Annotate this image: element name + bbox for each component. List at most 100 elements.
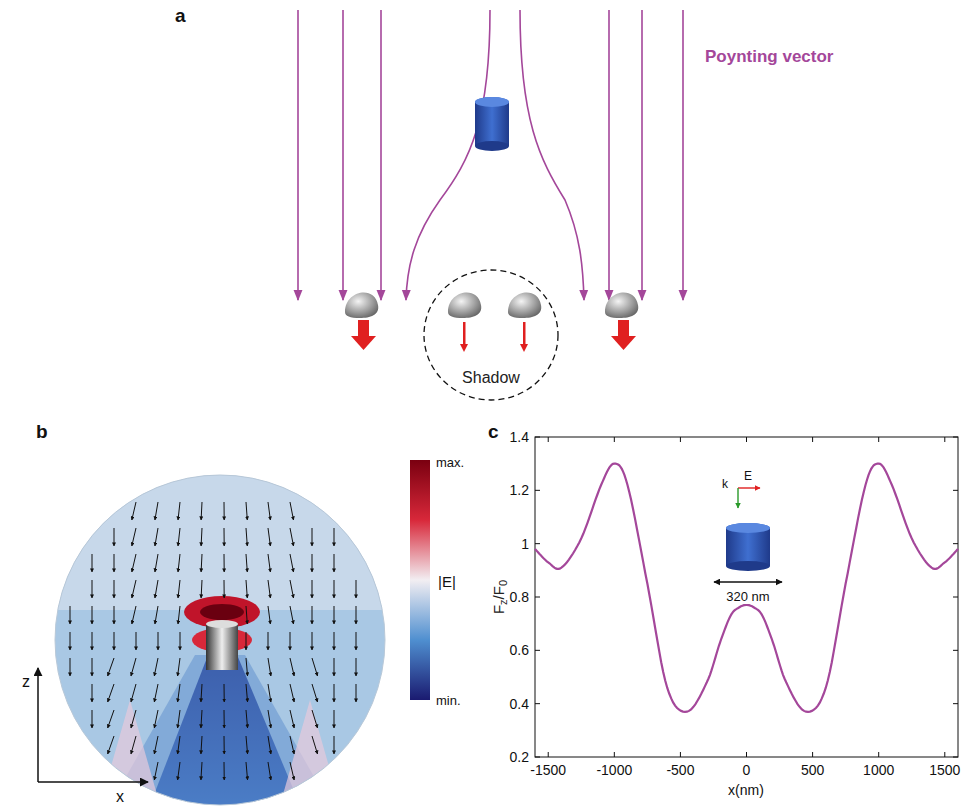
tick xyxy=(953,437,958,438)
field-arrow xyxy=(334,736,335,754)
field-arrow xyxy=(154,710,158,728)
field-arrow xyxy=(268,658,271,676)
field-arrow xyxy=(155,528,158,546)
tick xyxy=(614,752,615,757)
field-arrow xyxy=(224,528,225,546)
region-label: Shadow xyxy=(462,370,520,386)
axis-label: z xyxy=(22,674,30,690)
force-curve xyxy=(535,464,958,712)
colorbar-label: |E| xyxy=(438,574,456,589)
axis-label: x xyxy=(116,789,124,805)
field-arrow xyxy=(312,684,318,702)
field-arrow xyxy=(178,580,180,598)
tick xyxy=(953,650,958,651)
field-arrow xyxy=(108,710,114,728)
tick-label: 0.6 xyxy=(510,643,529,657)
tick xyxy=(535,490,540,491)
tick xyxy=(535,543,540,544)
vector-label: k xyxy=(722,478,728,490)
field-arrow xyxy=(334,632,335,650)
field-arrow xyxy=(70,606,71,624)
tick xyxy=(535,757,540,758)
field-arrow xyxy=(268,528,270,546)
field-arrow xyxy=(154,736,158,754)
tick xyxy=(680,437,681,442)
field-arrow xyxy=(290,658,294,676)
field-arrow xyxy=(131,684,136,702)
tick xyxy=(535,650,540,651)
panel-letter: c xyxy=(488,422,499,441)
field-arrow xyxy=(246,554,247,572)
tick-label: 1.4 xyxy=(510,430,529,444)
field-arrow xyxy=(201,502,203,520)
field-arrow xyxy=(108,736,114,754)
field-arrow xyxy=(290,528,294,546)
field-arrow xyxy=(154,684,158,702)
tick xyxy=(746,752,747,757)
colorbar-label: min. xyxy=(436,694,461,707)
tick-label: -1500 xyxy=(530,763,566,777)
panel-letter: b xyxy=(36,422,48,441)
field-arrow xyxy=(201,736,202,754)
field-arrow xyxy=(114,606,115,624)
axis-title: Fz/F0 xyxy=(491,580,509,614)
tick-label: -500 xyxy=(666,763,694,777)
field-arrow xyxy=(312,632,313,650)
tick xyxy=(746,437,747,442)
field-arrow xyxy=(155,606,158,624)
tick xyxy=(535,703,540,704)
field-arrow xyxy=(312,528,313,546)
field-arrow xyxy=(290,606,294,624)
tick xyxy=(944,437,945,442)
field-arrow xyxy=(178,502,180,520)
tick xyxy=(548,437,549,442)
field-arrow xyxy=(92,632,93,650)
field-arrow xyxy=(290,632,291,650)
field-arrow xyxy=(290,580,294,598)
field-arrow xyxy=(224,554,225,572)
field-arrow xyxy=(201,580,203,598)
tick xyxy=(680,752,681,757)
field-arrow xyxy=(108,658,114,676)
field-arrow xyxy=(224,762,225,780)
tick-label: 0.4 xyxy=(510,697,529,711)
tick xyxy=(535,437,540,438)
field-arrow xyxy=(92,580,93,598)
tick-label: 0.8 xyxy=(510,590,529,604)
field-arrow xyxy=(132,528,136,546)
field-arrow xyxy=(268,554,270,572)
field-arrow xyxy=(268,710,271,728)
field-arrow xyxy=(312,658,318,676)
field-arrow xyxy=(334,710,335,728)
field-arrow xyxy=(246,528,247,546)
tick xyxy=(614,437,615,442)
field-arrow xyxy=(131,658,136,676)
field-arrow xyxy=(201,710,202,728)
field-arrow xyxy=(290,684,294,702)
field-arrow xyxy=(178,736,180,754)
field-arrow xyxy=(268,632,269,650)
field-arrow xyxy=(180,632,181,650)
field-arrow xyxy=(334,580,335,598)
field-arrow xyxy=(290,554,294,572)
field-arrow xyxy=(290,502,294,520)
field-arrow xyxy=(178,554,180,572)
tick xyxy=(953,703,958,704)
field-arrow xyxy=(268,684,271,702)
tick-label: -1000 xyxy=(596,763,632,777)
field-arrow xyxy=(334,554,335,572)
tick xyxy=(953,490,958,491)
field-arrow xyxy=(290,710,294,728)
tick-label: 0.2 xyxy=(510,750,529,764)
field-arrow xyxy=(155,580,158,598)
field-arrow xyxy=(224,736,225,754)
panel-letter: a xyxy=(175,6,186,25)
field-arrow xyxy=(246,580,247,598)
tick xyxy=(953,757,958,758)
field-arrow xyxy=(246,502,247,520)
field-arrow xyxy=(114,632,115,650)
field-arrow xyxy=(268,580,270,598)
field-arrow xyxy=(132,606,136,624)
